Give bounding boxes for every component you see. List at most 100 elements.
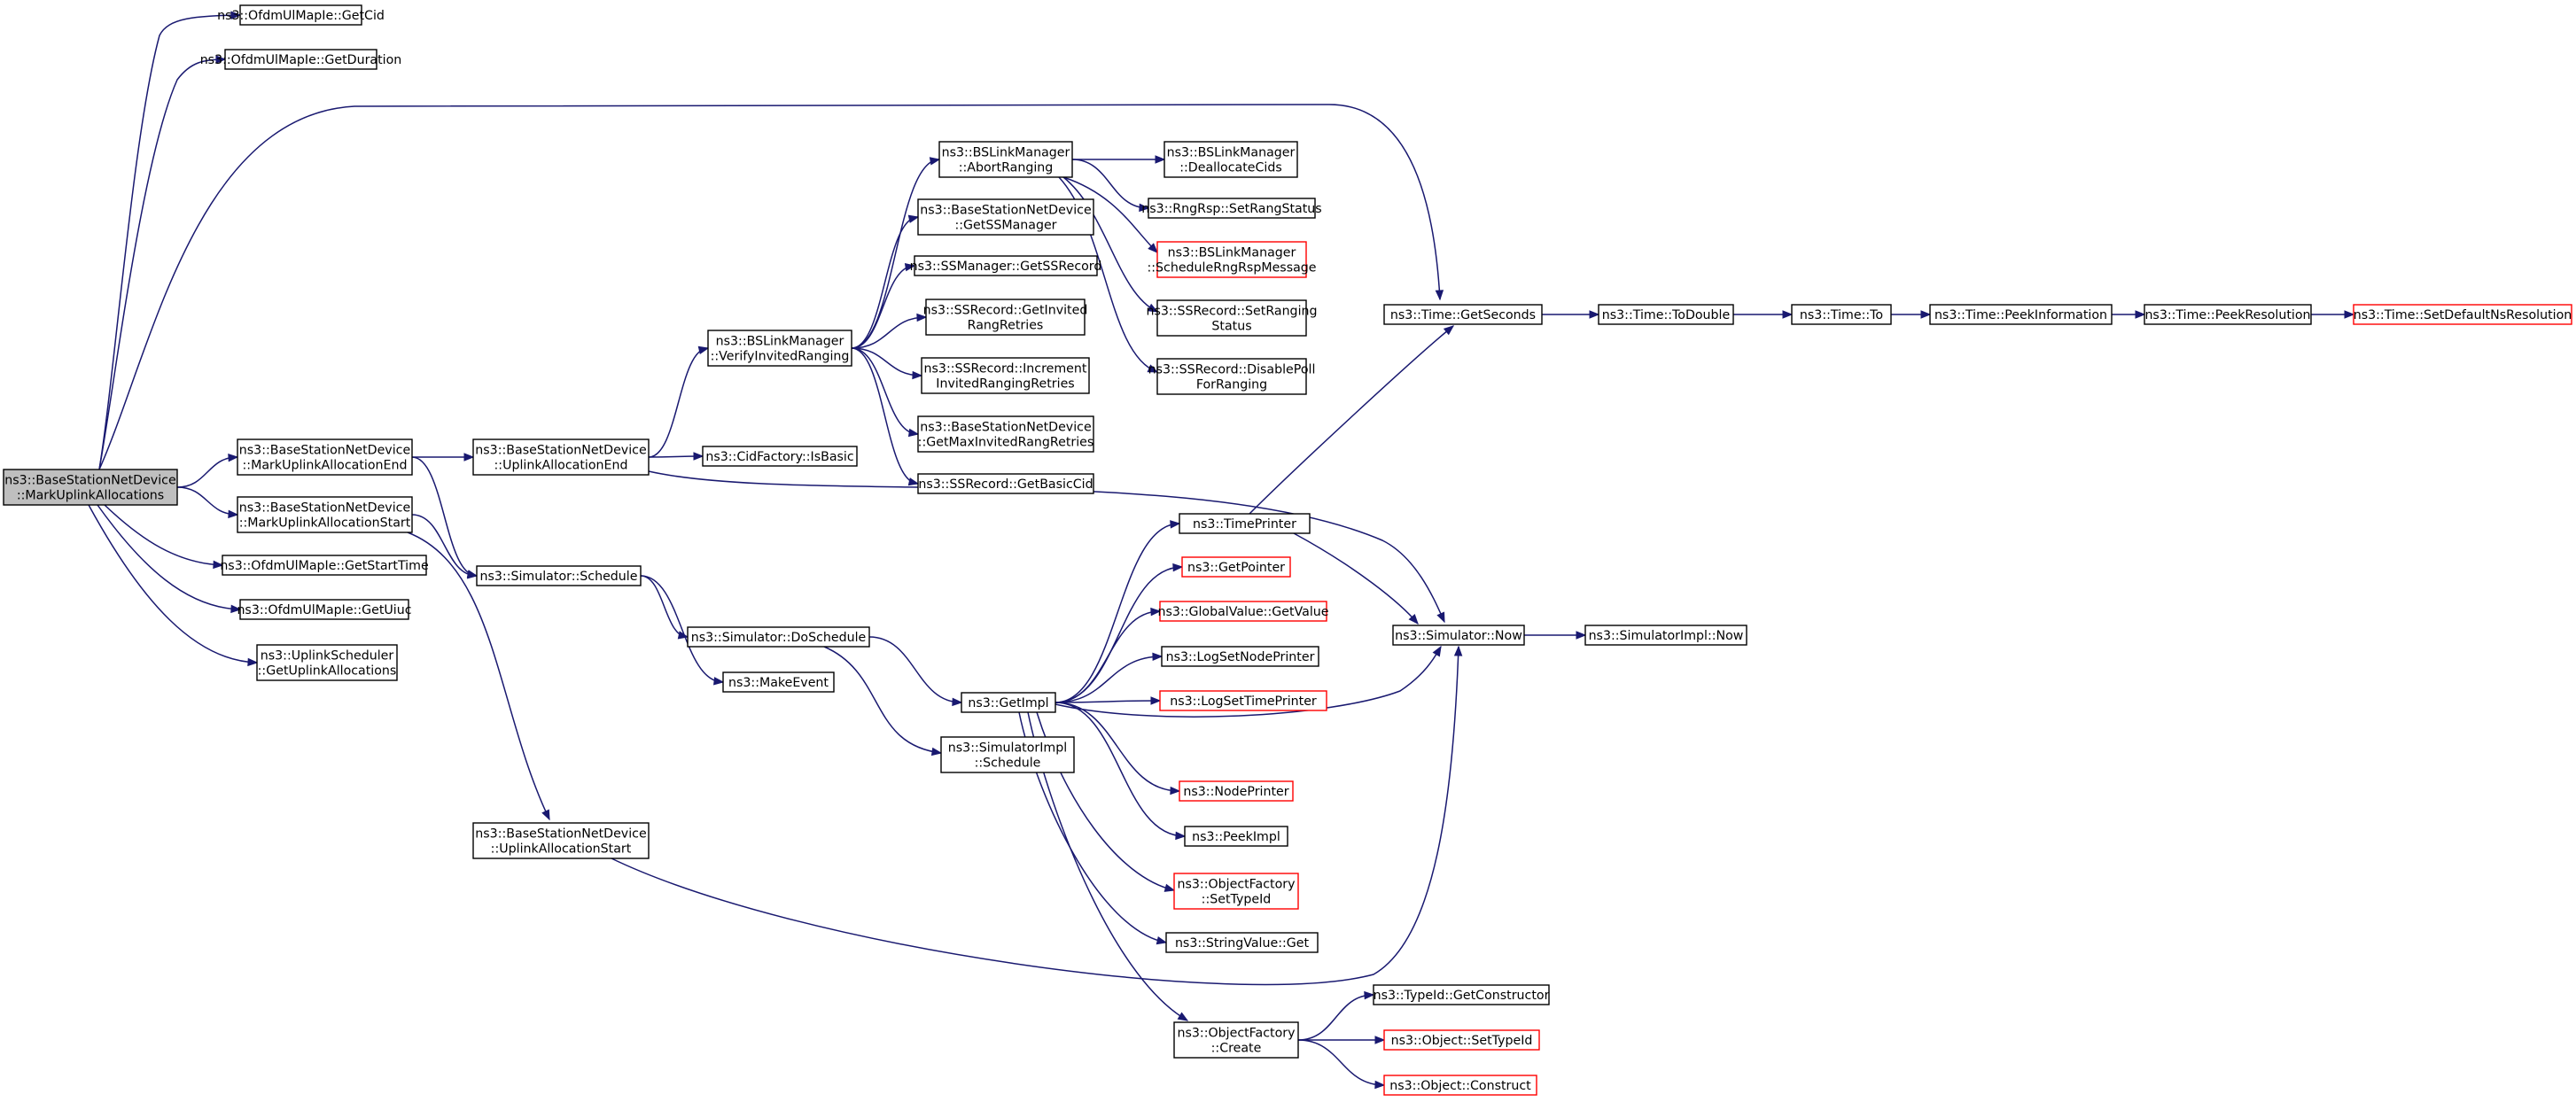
- node-todouble[interactable]: ns3::Time::ToDouble: [1598, 304, 1734, 325]
- node-getpointer[interactable]: ns3::GetPointer: [1181, 556, 1291, 578]
- node-getbasiccid[interactable]: ns3::SSRecord::GetBasicCid: [917, 473, 1094, 494]
- node-root[interactable]: ns3::BaseStationNetDevice::MarkUplinkAll…: [3, 469, 178, 506]
- node-box: [2353, 304, 2572, 325]
- node-uplinkallocstart[interactable]: ns3::BaseStationNetDevice::UplinkAllocat…: [472, 822, 650, 859]
- edge-arrowhead: [1374, 1036, 1386, 1044]
- edge-arrowhead: [693, 452, 704, 461]
- edge-uplinkallocend-to-verifyinvited: [648, 345, 710, 458]
- edge-abortranging-to-setrangingstatus: [1062, 176, 1159, 313]
- edge-arrowhead: [1453, 645, 1463, 656]
- node-getstarttime[interactable]: ns3::OfdmUlMapIe::GetStartTime: [220, 555, 429, 576]
- node-label: ns3::ObjectFactory: [1178, 878, 1296, 892]
- node-label: ns3::MakeEvent: [728, 676, 829, 690]
- node-nodeprinter[interactable]: ns3::NodePrinter: [1179, 780, 1294, 802]
- node-getcid[interactable]: ns3::OfdmUlMapIe::GetCid: [217, 4, 385, 26]
- node-deallocatecids[interactable]: ns3::BSLinkManager::DeallocateCids: [1163, 141, 1298, 178]
- node-setdefaultns[interactable]: ns3::Time::SetDefaultNsResolution: [2353, 304, 2572, 325]
- node-abortranging[interactable]: ns3::BSLinkManager::AbortRanging: [938, 141, 1073, 178]
- edge-verifyinvited-to-getbasiccid: [851, 347, 920, 486]
- node-peekimpl[interactable]: ns3::PeekImpl: [1184, 826, 1288, 847]
- node-box: [1148, 198, 1316, 219]
- node-timeprinter[interactable]: ns3::TimePrinter: [1179, 513, 1311, 534]
- node-objsettypeid[interactable]: ns3::Object::SetTypeId: [1383, 1029, 1540, 1051]
- node-objconstruct[interactable]: ns3::Object::Construct: [1383, 1075, 1537, 1096]
- edge-ofcreate-to-objsettypeid: [1298, 1036, 1386, 1044]
- node-simimplnow[interactable]: ns3::SimulatorImpl::Now: [1584, 625, 1747, 646]
- node-box: [1163, 141, 1298, 178]
- node-makeevent[interactable]: ns3::MakeEvent: [722, 671, 835, 693]
- edge-arrowhead: [1170, 786, 1181, 795]
- node-globalvalue[interactable]: ns3::GlobalValue::GetValue: [1158, 601, 1329, 622]
- node-label: ns3::Time::ToDouble: [1602, 308, 1730, 322]
- node-box: [938, 141, 1073, 178]
- node-schedulerngrsp[interactable]: ns3::BSLinkManager::ScheduleRngRspMessag…: [1147, 241, 1317, 278]
- node-label: ::UplinkAllocationStart: [491, 842, 632, 857]
- edge-line: [1297, 1039, 1385, 1086]
- edge-line: [851, 265, 915, 349]
- node-getuiuc[interactable]: ns3::OfdmUlMapIe::GetUiuc: [237, 599, 412, 620]
- node-logsettime[interactable]: ns3::LogSetTimePrinter: [1159, 690, 1327, 711]
- node-box: [722, 671, 835, 693]
- edge-arrowhead: [467, 570, 479, 579]
- edge-abortranging-to-setrangstatus: [1071, 159, 1150, 213]
- node-box: [707, 330, 852, 367]
- node-box: [1173, 1021, 1299, 1059]
- node-peekinfo[interactable]: ns3::Time::PeekInformation: [1929, 304, 2113, 325]
- node-getmaxinvited[interactable]: ns3::BaseStationNetDevice::GetMaxInvited…: [917, 415, 1094, 453]
- edge-verifyinvited-to-increment: [851, 347, 923, 380]
- edge-line: [1055, 610, 1161, 703]
- node-getimpl[interactable]: ns3::GetImpl: [961, 692, 1056, 713]
- node-doschedule[interactable]: ns3::Simulator::DoSchedule: [687, 626, 870, 648]
- edge-arrowhead: [930, 747, 943, 757]
- node-peekres[interactable]: ns3::Time::PeekResolution: [2144, 304, 2312, 325]
- node-setrangstatus[interactable]: ns3::RngRsp::SetRangStatus: [1141, 198, 1322, 219]
- edge-verifyinvited-to-getinvited: [851, 313, 928, 349]
- node-markend[interactable]: ns3::BaseStationNetDevice::MarkUplinkAll…: [237, 438, 413, 476]
- node-cidisbasic[interactable]: ns3::CidFactory::IsBasic: [702, 446, 858, 467]
- node-simimplschedule[interactable]: ns3::SimulatorImpl::Schedule: [940, 736, 1075, 773]
- node-getssrecord[interactable]: ns3::SSManager::GetSSRecord: [910, 255, 1102, 276]
- edge-root-to-markstart: [176, 486, 239, 519]
- node-label: ns3::OfdmUlMapIe::GetDuration: [200, 53, 402, 67]
- edge-markstart-to-uplinkallocstart: [407, 532, 550, 821]
- edge-line: [851, 347, 919, 435]
- edge-arrowhead: [2135, 310, 2146, 319]
- nodes-layer: ns3::BaseStationNetDevice::MarkUplinkAll…: [3, 4, 2572, 1096]
- edge-timeto-to-peekinfo: [1891, 310, 1932, 319]
- node-ofsettypeid[interactable]: ns3::ObjectFactory::SetTypeId: [1173, 873, 1299, 910]
- node-increment[interactable]: ns3::SSRecord::IncrementInvitedRangingRe…: [921, 357, 1090, 394]
- node-schedule[interactable]: ns3::Simulator::Schedule: [476, 565, 642, 586]
- node-box: [224, 49, 377, 70]
- node-label: ns3::Time::PeekInformation: [1934, 308, 2107, 322]
- node-getuplinkalloc[interactable]: ns3::UplinkScheduler::GetUplinkAllocatio…: [256, 644, 398, 681]
- node-markstart[interactable]: ns3::BaseStationNetDevice::MarkUplinkAll…: [237, 496, 413, 533]
- node-label: ns3::BaseStationNetDevice: [920, 421, 1091, 435]
- node-ofcreate[interactable]: ns3::ObjectFactory::Create: [1173, 1021, 1299, 1059]
- node-timeto[interactable]: ns3::Time::To: [1791, 304, 1892, 325]
- edge-getimpl-to-globalvalue: [1055, 607, 1162, 703]
- edge-arrowhead: [907, 428, 920, 438]
- node-box: [687, 626, 870, 648]
- node-label: ns3::Object::SetTypeId: [1391, 1034, 1533, 1048]
- node-logsetnode[interactable]: ns3::LogSetNodePrinter: [1161, 646, 1319, 667]
- node-uplinkallocend[interactable]: ns3::BaseStationNetDevice::UplinkAllocat…: [472, 438, 650, 476]
- node-label: ns3::SimulatorImpl::Now: [1589, 629, 1744, 643]
- edge-getimpl-to-logsettime: [1055, 696, 1162, 705]
- edge-arrowhead: [1155, 155, 1166, 164]
- edge-verifyinvited-to-getssrecord: [851, 262, 916, 349]
- node-getconstructor[interactable]: ns3::TypeId::GetConstructor: [1373, 984, 1550, 1005]
- edge-arrowhead: [907, 477, 920, 486]
- node-simnow[interactable]: ns3::Simulator::Now: [1392, 625, 1525, 646]
- node-gettimeseconds[interactable]: ns3::Time::GetSeconds: [1383, 304, 1543, 325]
- edge-arrowhead: [1156, 936, 1168, 945]
- node-getduration[interactable]: ns3::OfdmUlMapIe::GetDuration: [200, 49, 402, 70]
- node-stringvalueget[interactable]: ns3::StringValue::Get: [1165, 932, 1319, 953]
- edge-uplinkallocend-to-simnow: [648, 470, 1445, 624]
- edge-arrowhead: [228, 453, 239, 462]
- node-verifyinvited[interactable]: ns3::BSLinkManager::VerifyInvitedRanging: [707, 330, 852, 367]
- node-label: ::UplinkAllocationEnd: [494, 459, 628, 473]
- node-getssmanager[interactable]: ns3::BaseStationNetDevice::GetSSManager: [917, 198, 1094, 236]
